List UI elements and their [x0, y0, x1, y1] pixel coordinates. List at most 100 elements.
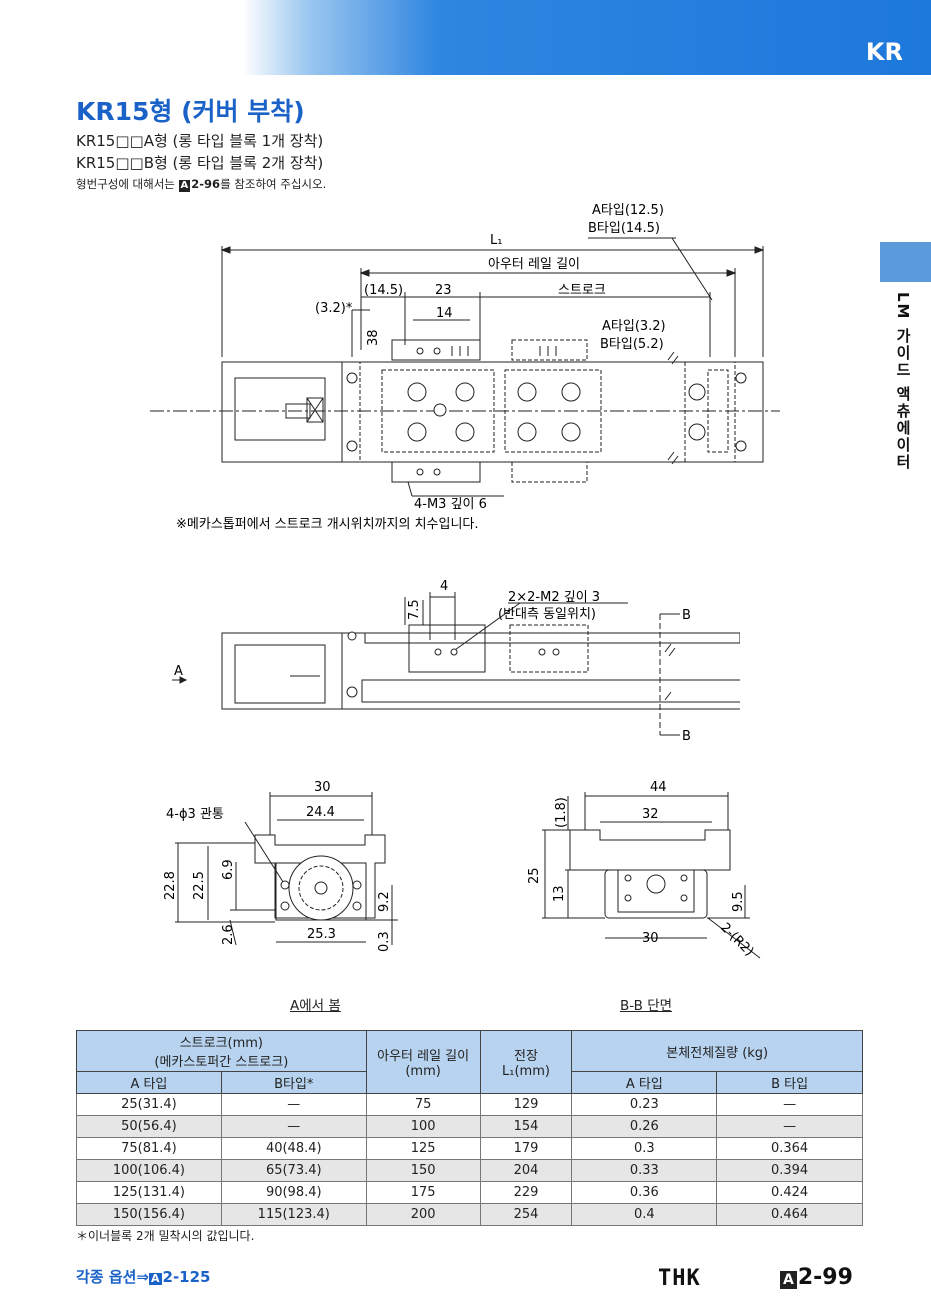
th-mass-a: A 타입 [571, 1071, 718, 1094]
side-tab-marker [880, 242, 931, 282]
dim-l1: L₁ [490, 233, 502, 248]
section-b-bottom: B [682, 729, 691, 744]
subtitle-b: KR15□□B형 (롱 타입 블록 2개 장착) [76, 154, 324, 172]
dim-opposite: (반대측 동일위치) [498, 607, 596, 622]
th-rail-label: 아우터 레일 길이 [377, 1049, 470, 1064]
dim-b-type-2: B타입(5.2) [600, 337, 664, 352]
cell: 129 [479, 1093, 573, 1116]
cell: 150(156.4) [76, 1203, 222, 1226]
page-title: KR15형 (커버 부착) [76, 97, 305, 126]
cell: — [220, 1115, 367, 1138]
cell: 100(106.4) [76, 1159, 222, 1182]
cell: 200 [365, 1203, 481, 1226]
dim-sec-44: 44 [650, 780, 667, 795]
dim-14-5: (14.5) [364, 283, 403, 298]
options-ref-badge: A [149, 1272, 162, 1285]
section-code: KR [865, 38, 903, 66]
cell: 40(48.4) [220, 1137, 367, 1160]
dim-stroke: 스트로크 [558, 283, 606, 298]
dim-front-30: 30 [314, 780, 331, 795]
cell: — [220, 1093, 367, 1116]
section-b-top: B [682, 608, 691, 623]
dim-14: 14 [436, 306, 453, 321]
cell: 75 [365, 1093, 481, 1116]
dim-holes-m2: 2×2-M2 깊이 3 [508, 590, 600, 605]
dim-holes-phi3: 4-ϕ3 관통 [166, 807, 224, 822]
dim-22-8: 22.8 [163, 871, 178, 900]
th-stroke-sub: (메카스토퍼간 스트로크) [154, 1055, 289, 1070]
th-rail: 아우터 레일 길이(mm) [365, 1030, 481, 1094]
cell: 65(73.4) [220, 1159, 367, 1182]
dim-sec-25: 25 [527, 867, 542, 884]
cell: 125(131.4) [76, 1181, 222, 1204]
caption-section-view: B-B 단면 [620, 998, 673, 1014]
dim-23: 23 [435, 283, 452, 298]
drawing-footnote: ※메카스톱퍼에서 스트로크 개시위치까지의 치수입니다. [176, 517, 479, 532]
cell: 150 [365, 1159, 481, 1182]
dim-9-2: 9.2 [377, 891, 392, 912]
dim-7-5: 7.5 [407, 599, 422, 620]
ref-a-badge: A [178, 180, 191, 192]
options-ref: 2-125 [162, 1268, 211, 1286]
dim-0-3: 0.3 [377, 931, 392, 952]
cell: 175 [365, 1181, 481, 1204]
cell: 154 [479, 1115, 573, 1138]
dim-22-5: 22.5 [192, 871, 207, 900]
th-total-unit: L₁(mm) [502, 1064, 550, 1079]
dim-b-type-1: B타입(14.5) [588, 221, 660, 236]
cell: 229 [479, 1181, 573, 1204]
dim-6-9: 6.9 [221, 859, 236, 880]
dim-2-6: 2.6 [221, 924, 236, 945]
dim-sec-1-8: (1.8) [554, 797, 569, 828]
options-label: 각종 옵션⇒ [76, 1268, 149, 1286]
cell: 25(31.4) [76, 1093, 222, 1116]
page-number-value: 2-99 [797, 1265, 853, 1290]
cell: 179 [479, 1137, 573, 1160]
cell: 204 [479, 1159, 573, 1182]
dim-sec-32: 32 [642, 807, 659, 822]
dim-holes-m3: 4-M3 깊이 6 [414, 497, 487, 512]
cell: 0.4 [571, 1203, 718, 1226]
model-note-post: 를 참조하여 주십시오. [220, 177, 327, 191]
th-stroke: 스트로크(mm)(메카스토퍼간 스트로크) [76, 1030, 367, 1072]
caption-front-view: A에서 봄 [290, 998, 341, 1014]
dim-rail-length: 아우터 레일 길이 [488, 257, 580, 272]
cell: 0.33 [571, 1159, 718, 1182]
cell: 0.3 [571, 1137, 718, 1160]
cell: 0.23 [571, 1093, 718, 1116]
dim-sec-30: 30 [642, 931, 659, 946]
cell: 0.26 [571, 1115, 718, 1138]
dim-sec-9-5: 9.5 [731, 891, 746, 912]
cell: 115(123.4) [220, 1203, 367, 1226]
cell: 90(98.4) [220, 1181, 367, 1204]
model-note-ref[interactable]: 2-96 [191, 177, 221, 191]
header-bar: KR [0, 0, 931, 75]
dim-24-4: 24.4 [306, 805, 335, 820]
table-footnote: ＊이너블록 2개 밀착시의 값입니다. [76, 1229, 255, 1243]
side-view-drawing: 4 7.5 2×2-M2 깊이 3 (반대측 동일위치) B B A [172, 579, 740, 744]
th-mass-b: B 타입 [716, 1071, 863, 1094]
cell: 0.464 [716, 1203, 863, 1226]
model-note-pre: 형번구성에 대해서는 [76, 177, 179, 191]
cell: — [716, 1093, 863, 1116]
front-view-drawing: 30 4-ϕ3 관통 24.4 22.8 22.5 6.9 9.2 2.6 25… [163, 780, 398, 952]
cell: 0.364 [716, 1137, 863, 1160]
dim-38: 38 [366, 329, 381, 346]
dim-25-3: 25.3 [307, 927, 336, 942]
cell: 0.36 [571, 1181, 718, 1204]
th-mass: 본체전체질량 (kg) [571, 1030, 863, 1072]
cell: 125 [365, 1137, 481, 1160]
cell: 254 [479, 1203, 573, 1226]
dim-sec-r2: 2-(R2) [717, 920, 756, 959]
dim-a-type-1: A타입(12.5) [592, 203, 664, 218]
